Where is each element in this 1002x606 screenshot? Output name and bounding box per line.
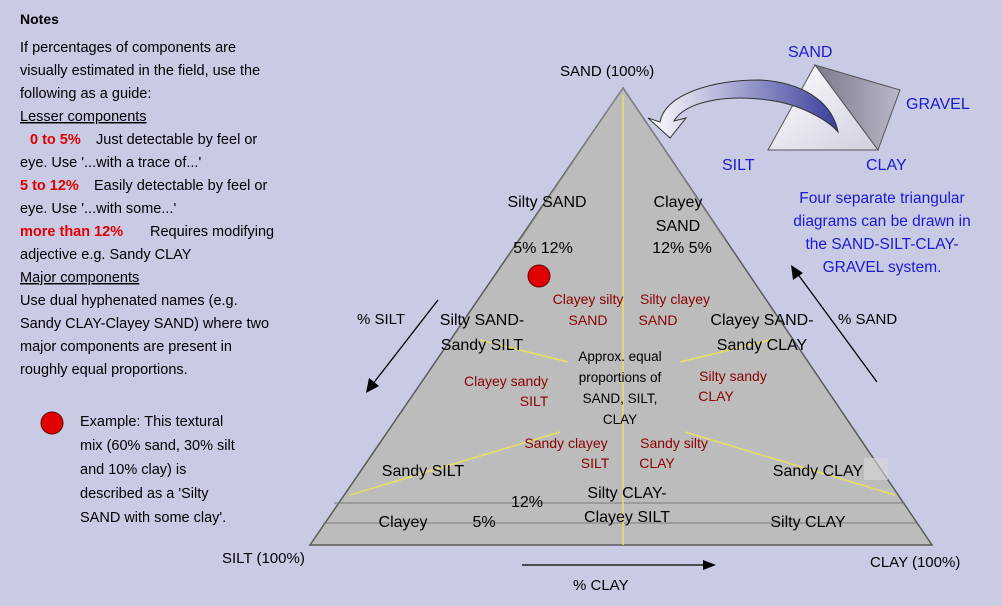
region-sandy-clayey-silt-2: SILT (581, 455, 610, 471)
inset-note-3: the SAND-SILT-CLAY- (805, 236, 958, 253)
axis-clay-label: % CLAY (573, 577, 629, 594)
region-silty-clay-clayey-silt-1: Silty CLAY- (587, 485, 666, 502)
inset-note-4: GRAVEL system. (823, 259, 942, 276)
region-sandy-silty-clay-1: Sandy silty (640, 435, 708, 451)
notes-intro-2: visually estimated in the field, use the (20, 63, 260, 79)
clay-axis-arrowhead (703, 560, 716, 570)
region-sandy-silt: Sandy SILT (382, 463, 465, 480)
region-clayey-sand-1: Clayey (654, 194, 703, 211)
major-text-2: Sandy CLAY-Clayey SAND) where two (20, 316, 269, 332)
inset-clay-label: CLAY (866, 157, 907, 174)
lesser-text-2a: Easily detectable by feel or (94, 178, 267, 194)
inset-gravel-label: GRAVEL (906, 96, 970, 113)
example-dot-icon (40, 411, 64, 435)
region-silty-clay-clayey-silt-2: Clayey SILT (584, 509, 670, 526)
example-line-5: SAND with some clay'. (80, 510, 226, 526)
lesser-text-1a: Just detectable by feel or (96, 132, 257, 148)
region-clayey: Clayey (379, 514, 428, 531)
lesser-range-2: 5 to 12% (20, 178, 79, 194)
example-line-1: Example: This textural (80, 414, 223, 430)
region-clayey-sand-2: SAND (656, 218, 700, 235)
region-clayey-silty-sand-1: Clayey silty (553, 291, 624, 307)
region-silty-sand-sandy-silt-1: Silty SAND- (440, 312, 524, 329)
silt-axis-arrowhead (366, 378, 379, 393)
region-silty-clay: Silty CLAY (770, 514, 846, 531)
region-sandy-clayey-silt-1: Sandy clayey (524, 435, 607, 451)
sand-axis-arrowhead (791, 265, 803, 280)
region-clayey-silty-sand-2: SAND (569, 312, 608, 328)
line-upper-left (519, 87, 624, 241)
region-pct-left: 5% 12% (513, 240, 573, 257)
inset-note-1: Four separate triangular (799, 190, 964, 207)
example-point-marker (527, 264, 551, 288)
inset-tetrahedron (647, 64, 901, 152)
boundary-lines (349, 95, 896, 545)
inset-note-2: diagrams can be drawn in (793, 213, 971, 230)
region-approx-equal-1: Approx. equal (578, 349, 661, 364)
region-silty-clayey-sand-1: Silty clayey (640, 291, 710, 307)
corner-sand: SAND (100%) (560, 63, 654, 80)
lesser-text-3a: Requires modifying (150, 224, 274, 240)
example-line-3: and 10% clay) is (80, 462, 186, 478)
lesser-text-3b: adjective e.g. Sandy CLAY (20, 247, 192, 263)
silt-axis-arrow (371, 299, 439, 386)
region-approx-equal-4: CLAY (603, 412, 637, 427)
inset-sand-label: SAND (788, 44, 832, 61)
axis-silt-label: % SILT (357, 311, 405, 328)
region-clayey-sandy-silt-2: SILT (520, 393, 549, 409)
region-silty-sand-sandy-silt-2: Sandy SILT (441, 337, 524, 354)
lesser-range-3: more than 12% (20, 224, 123, 240)
axis-sand-label: % SAND (838, 311, 897, 328)
region-sandy-clay: Sandy CLAY (773, 463, 864, 480)
texture-triangle (308, 86, 934, 546)
example-line-4: described as a 'Silty (80, 486, 209, 502)
region-sandy-silty-clay-2: CLAY (639, 455, 675, 471)
region-clayey-sand-sandy-clay-1: Clayey SAND- (710, 312, 813, 329)
region-clayey-sand-sandy-clay-2: Sandy CLAY (717, 337, 808, 354)
region-approx-equal-3: SAND, SILT, (583, 391, 658, 406)
major-text-3: major components are present in (20, 339, 232, 355)
region-pct-12: 12% (511, 494, 543, 511)
inset-silt-label: SILT (722, 157, 755, 174)
corner-clay: CLAY (100%) (870, 554, 960, 571)
sandy-clay-label-box (864, 458, 888, 480)
region-silty-sand: Silty SAND (507, 194, 586, 211)
region-pct-5: 5% (472, 514, 495, 531)
lesser-components-heading: Lesser components (20, 109, 147, 125)
example-line-2: mix (60% sand, 30% silt (80, 438, 235, 454)
corner-silt: SILT (100%) (222, 550, 305, 567)
lesser-text-2b: eye. Use '...with some...' (20, 201, 176, 217)
line-upper-right (622, 87, 726, 241)
region-approx-equal-2: proportions of (579, 370, 662, 385)
region-silty-sandy-clay-2: CLAY (698, 388, 734, 404)
major-text-1: Use dual hyphenated names (e.g. (20, 293, 238, 309)
notes-intro-1: If percentages of components are (20, 40, 236, 56)
major-text-4: roughly equal proportions. (20, 362, 188, 378)
lesser-range-1: 0 to 5% (30, 132, 81, 148)
major-components-heading: Major components (20, 270, 139, 286)
lesser-text-1b: eye. Use '...with a trace of...' (20, 155, 201, 171)
region-silty-clayey-sand-2: SAND (639, 312, 678, 328)
region-clayey-sandy-silt-1: Clayey sandy (464, 373, 548, 389)
sand-axis-arrow (796, 272, 878, 383)
notes-title: Notes (20, 11, 59, 27)
region-pct-right: 12% 5% (652, 240, 712, 257)
region-silty-sandy-clay-1: Silty sandy (699, 368, 767, 384)
inset-curved-arrow-icon (647, 79, 839, 139)
notes-intro-3: following as a guide: (20, 86, 151, 102)
